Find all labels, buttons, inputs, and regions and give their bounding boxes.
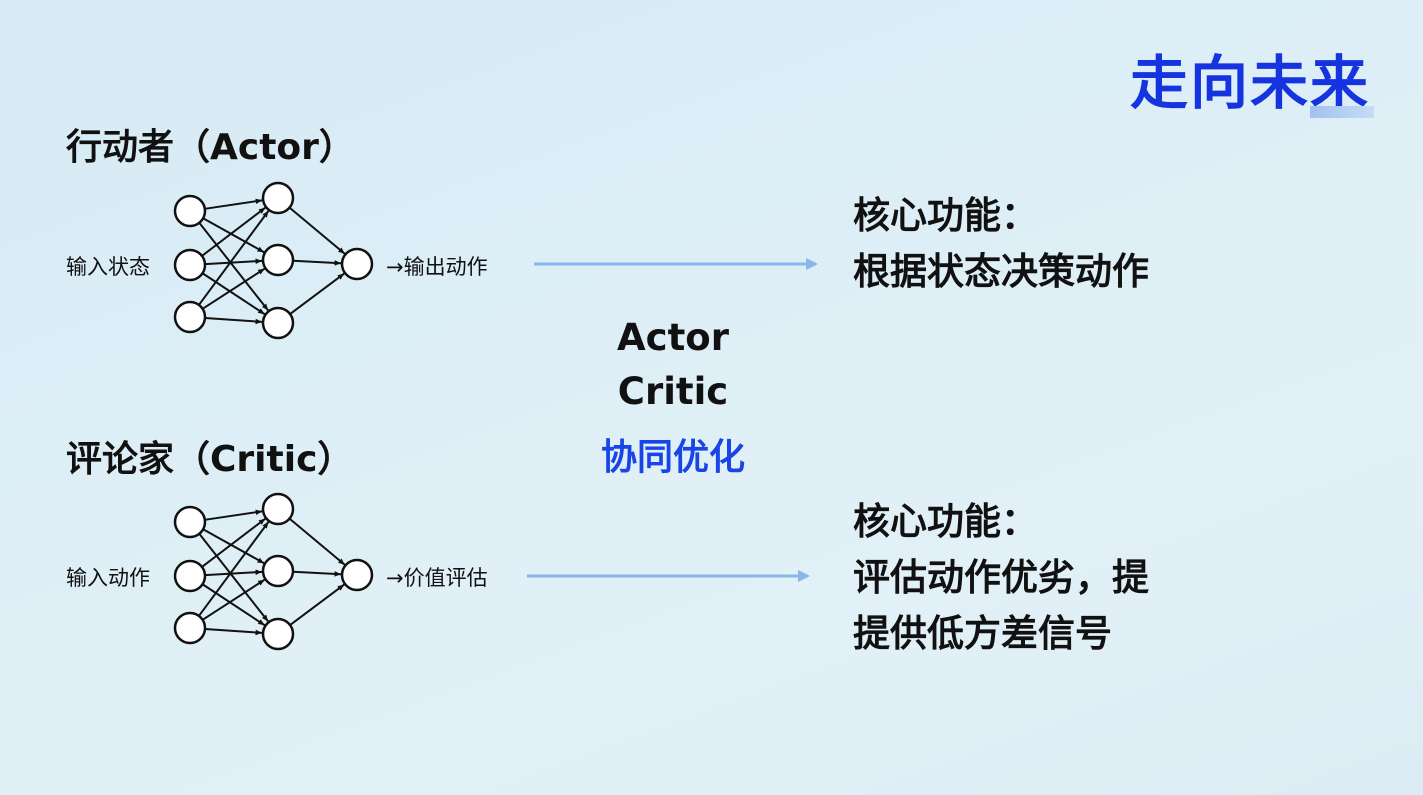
critic-net-edge-arrowhead	[255, 569, 263, 575]
actor-net-edge	[288, 206, 346, 255]
actor-neural-network	[173, 181, 374, 340]
critic-net-node	[261, 617, 295, 651]
critic-net-edge	[288, 517, 346, 566]
actor-net-node	[173, 248, 207, 282]
critic-net-edge-arrowhead	[257, 557, 265, 564]
critic-net-edge	[202, 578, 266, 621]
actor-net-edge	[202, 217, 265, 254]
critic-net-edge	[201, 517, 266, 568]
critic-net-edge-arrowhead	[258, 518, 266, 525]
actor-function-heading: 核心功能：	[853, 194, 1038, 237]
critic-net-edge-arrowhead	[257, 619, 265, 626]
actor-net-edge-arrowhead	[262, 210, 269, 218]
critic-net-node	[173, 559, 207, 593]
actor-net-edge	[201, 272, 266, 316]
actor-net-node	[261, 181, 295, 215]
critic-net-edge	[204, 510, 263, 521]
critic-net-edge	[198, 533, 269, 623]
critic-net-edge	[289, 583, 345, 626]
page-title: 走向未来	[1130, 49, 1371, 117]
actor-net-node	[261, 306, 295, 340]
critic-net-edge	[292, 570, 342, 576]
actor-input-label: 输入状态	[66, 255, 150, 279]
actor-function-block: 核心功能： 根据状态决策动作	[853, 188, 1149, 300]
actor-net-edge-arrowhead	[261, 303, 269, 311]
critic-output-label: →价值评估	[386, 566, 488, 590]
critic-net-edge	[204, 570, 263, 577]
critic-net-edge-arrowhead	[338, 558, 345, 565]
actor-net-edge-arrowhead	[337, 273, 345, 280]
critic-net-node	[340, 558, 374, 592]
actor-net-edge	[201, 206, 266, 257]
critic-net-edge-arrowhead	[262, 521, 269, 529]
critic-net-node	[173, 611, 207, 645]
center-sync-label: 协同优化	[600, 437, 745, 478]
actor-net-edge-arrowhead	[255, 318, 263, 325]
critic-function-heading: 核心功能：	[853, 500, 1038, 543]
center-actor-label: Actor	[617, 316, 729, 359]
actor-net-edge-arrowhead	[258, 207, 266, 214]
critic-neural-network	[173, 492, 374, 651]
critic-net-edge	[202, 528, 265, 565]
actor-output-label: →输出动作	[386, 255, 488, 279]
critic-function-block: 核心功能： 评估动作优劣，提 提供低方差信号	[853, 494, 1149, 662]
actor-net-edge-arrowhead	[255, 198, 263, 204]
critic-section-title: 评论家（Critic）	[66, 439, 354, 480]
critic-function-desc-line2: 提供低方差信号	[853, 612, 1112, 655]
critic-net-edge-arrowhead	[334, 571, 342, 577]
actor-net-node	[173, 300, 207, 334]
actor-net-edge	[204, 259, 263, 266]
critic-net-edge-arrowhead	[337, 584, 345, 591]
actor-net-edge-arrowhead	[255, 258, 263, 264]
actor-net-edge-arrowhead	[257, 246, 265, 253]
actor-net-edge-arrowhead	[257, 268, 265, 275]
actor-section-title: 行动者（Actor）	[66, 127, 355, 168]
critic-net-edge-arrowhead	[257, 579, 265, 586]
actor-net-edge-arrowhead	[334, 260, 342, 266]
critic-net-edge	[204, 628, 263, 634]
critic-net-edge-arrowhead	[261, 614, 269, 622]
critic-net-node	[173, 505, 207, 539]
critic-net-edge	[198, 521, 270, 617]
actor-net-edge-arrowhead	[338, 247, 345, 254]
critic-net-edge	[201, 583, 266, 627]
actor-net-edge	[289, 272, 345, 315]
critic-function-desc-line1: 评估动作优劣，提	[853, 556, 1149, 599]
critic-net-node	[261, 554, 295, 588]
critic-net-node	[261, 492, 295, 526]
actor-net-edge	[202, 267, 266, 310]
center-critic-label: Critic	[617, 370, 729, 413]
critic-input-label: 输入动作	[66, 566, 150, 590]
actor-net-edge	[198, 222, 269, 312]
actor-net-edge-arrowhead	[257, 308, 265, 315]
actor-net-edge	[198, 210, 270, 306]
actor-net-node	[173, 194, 207, 228]
actor-function-desc: 根据状态决策动作	[853, 250, 1149, 293]
actor-net-node	[261, 243, 295, 277]
actor-net-node	[340, 247, 374, 281]
title-underline	[1310, 106, 1374, 118]
critic-net-edge-arrowhead	[255, 629, 263, 636]
critic-net-edge-arrowhead	[255, 509, 263, 515]
actor-net-edge	[204, 199, 263, 210]
actor-net-edge	[204, 317, 263, 323]
actor-net-edge	[292, 259, 342, 265]
